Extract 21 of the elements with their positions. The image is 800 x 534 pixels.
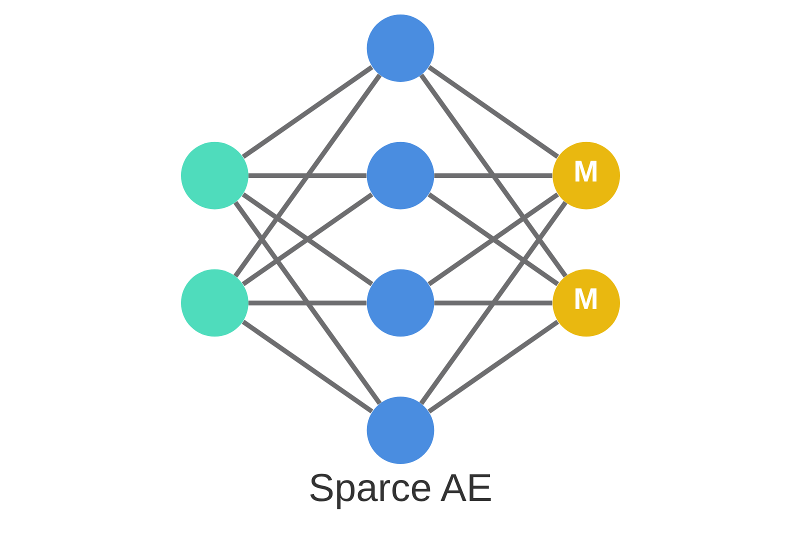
node-circle xyxy=(180,142,248,210)
connector xyxy=(418,74,567,278)
connector xyxy=(427,320,559,414)
connector xyxy=(248,300,366,306)
caption: Sparce AE xyxy=(308,467,492,510)
connector xyxy=(232,200,382,405)
connector xyxy=(434,173,552,178)
connector xyxy=(241,320,373,414)
node-circle: M xyxy=(552,142,620,210)
connector xyxy=(427,65,559,159)
connector xyxy=(418,201,567,405)
node-circle xyxy=(366,396,434,464)
connector xyxy=(248,173,366,178)
node-circle xyxy=(180,269,248,337)
node-circle: M xyxy=(552,269,620,337)
node-circle xyxy=(366,14,434,82)
connector xyxy=(434,300,552,306)
connector xyxy=(232,74,382,278)
connector xyxy=(241,65,373,159)
node-circle xyxy=(366,269,434,337)
node-circle xyxy=(366,142,434,210)
